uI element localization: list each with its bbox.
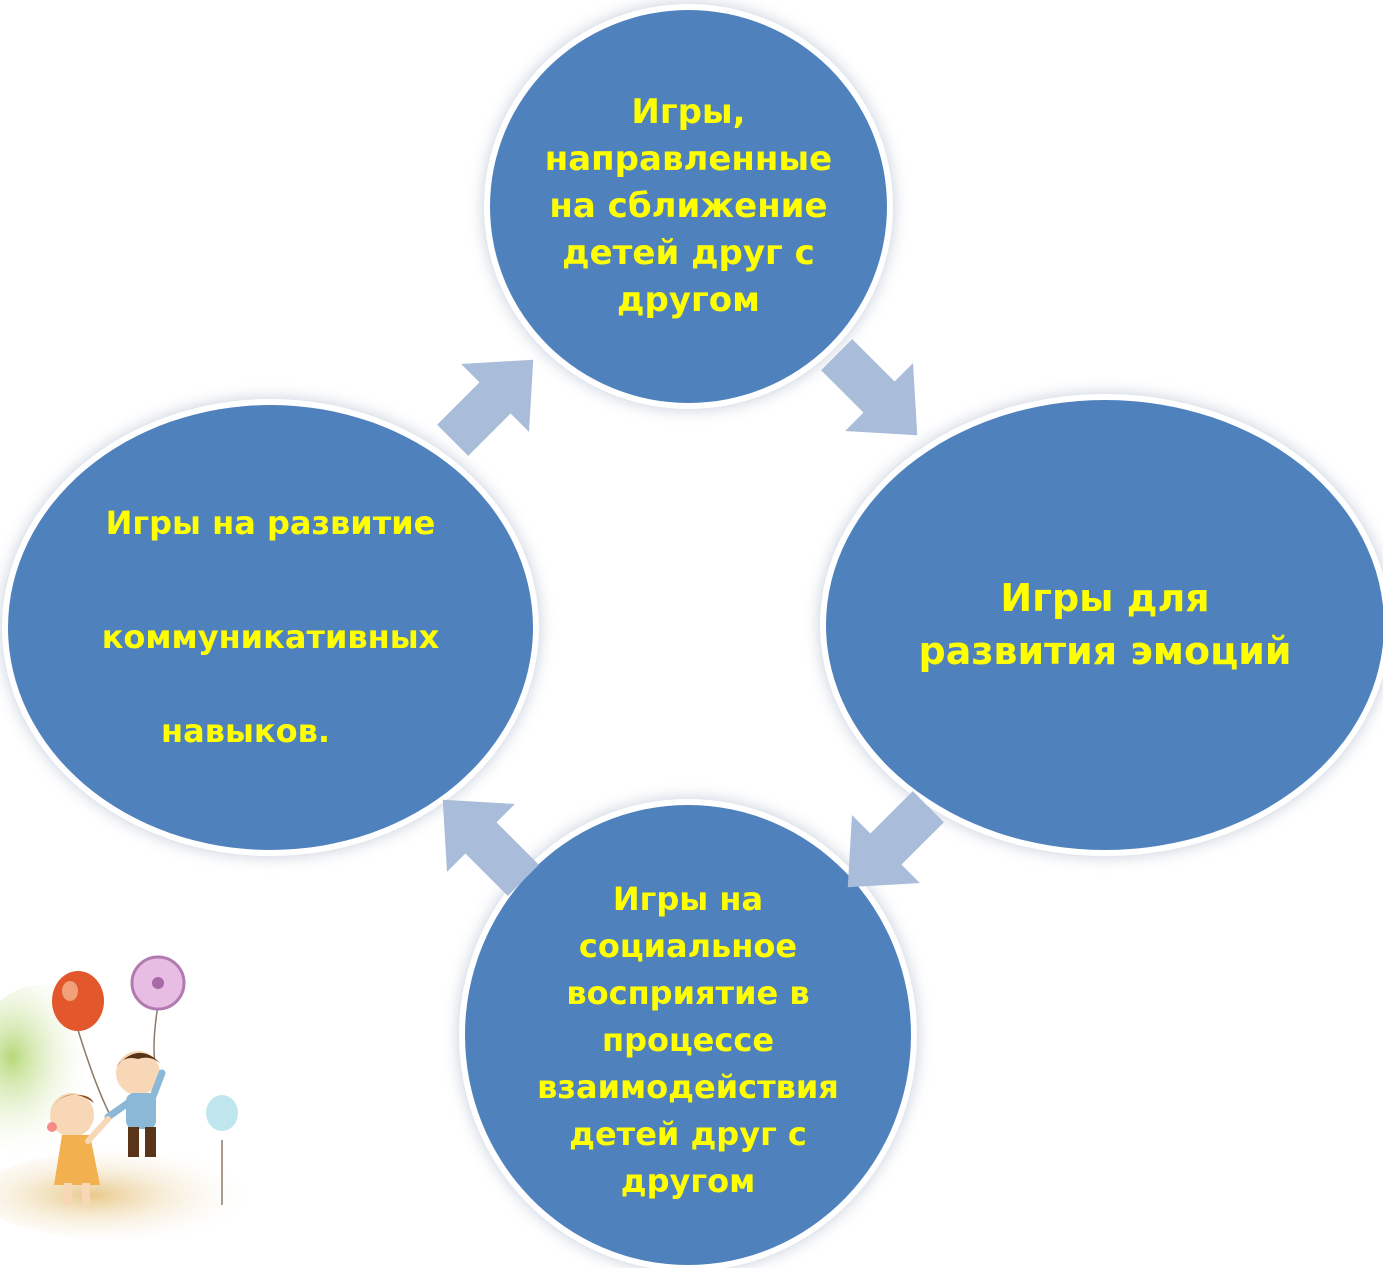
node-label: Игры на социальное восприятие в процессе… xyxy=(537,879,839,1200)
node-games-bringing-children-closer: Игры, направленные на сближение детей др… xyxy=(490,10,887,403)
node-label-line: коммуникативных xyxy=(101,618,440,656)
node-label-line: навыков. xyxy=(161,712,330,750)
node-games-communication-skills: Игры на развитие коммуникативных навыков… xyxy=(8,405,533,850)
arrow-left-to-top xyxy=(437,359,534,456)
children-with-balloons-illustration xyxy=(0,955,260,1240)
node-label: Игры для развития эмоций xyxy=(918,576,1292,673)
node-games-social-perception: Игры на социальное восприятие в процессе… xyxy=(465,805,911,1265)
red-balloon xyxy=(52,971,104,1031)
node-label: Игры на развитие коммуникативных навыков… xyxy=(102,444,440,811)
node-label-line: Игры на развитие xyxy=(105,504,436,542)
light-blue-balloon xyxy=(206,1095,238,1131)
node-games-emotional-development: Игры для развития эмоций xyxy=(826,400,1383,850)
node-label: Игры, направленные на сближение детей др… xyxy=(544,92,833,320)
